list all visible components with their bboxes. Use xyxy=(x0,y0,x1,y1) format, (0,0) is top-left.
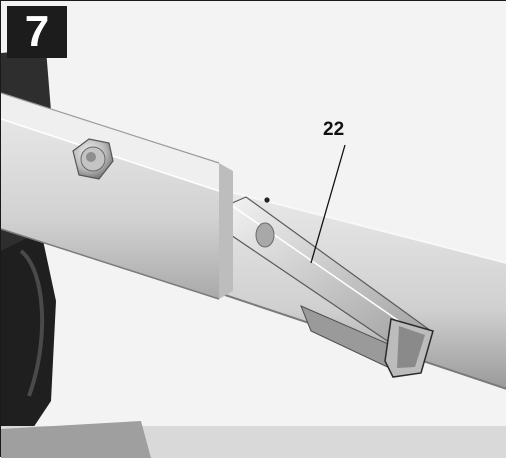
outer-tube xyxy=(1,119,219,299)
figure-number-badge: 7 xyxy=(7,6,67,58)
bolt-head xyxy=(72,138,114,180)
part-callout-label: 22 xyxy=(323,119,345,140)
tube-hole xyxy=(264,197,270,203)
callout-leader-line xyxy=(310,144,346,264)
wheel-shadow xyxy=(1,231,56,441)
